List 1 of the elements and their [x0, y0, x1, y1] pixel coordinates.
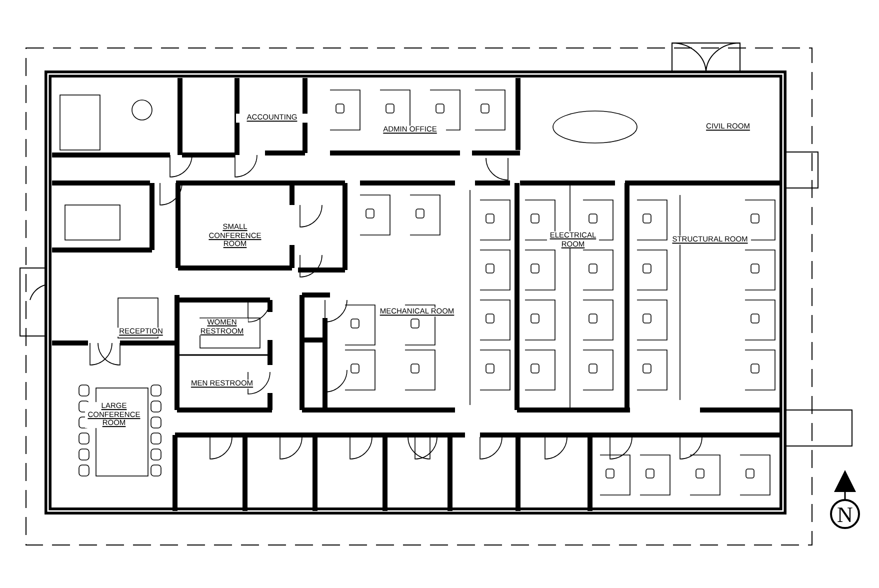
north-letter: N: [837, 504, 853, 526]
